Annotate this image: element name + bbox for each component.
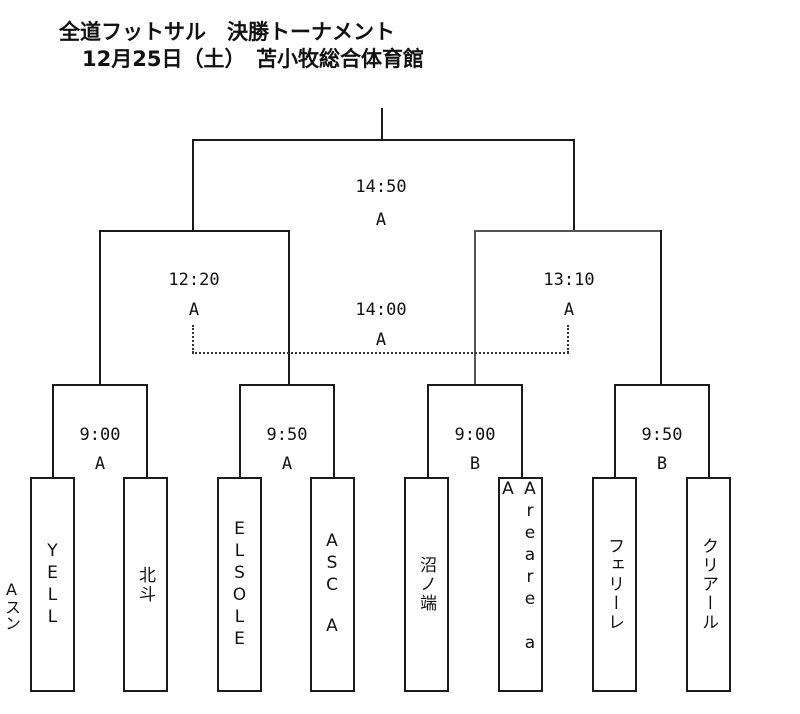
team-box: YELL	[30, 477, 75, 692]
r1-m1-court: A	[94, 454, 106, 474]
team-name: フェリーレ	[604, 537, 624, 632]
team-name: ELSOLE	[229, 518, 250, 651]
semi-right-time: 13:10	[543, 270, 595, 290]
r1-m2-court: A	[281, 454, 293, 474]
team-name: Areare a A	[498, 479, 540, 674]
team-name: クリアール	[698, 537, 718, 632]
team-box: 沼ノ端	[404, 477, 449, 692]
r1-m4-court: B	[656, 454, 668, 474]
r1-m3-time: 9:00	[454, 425, 496, 445]
page-subtitle: 12月25日（土） 苫小牧総合体育館	[82, 47, 424, 71]
final-time: 14:50	[355, 177, 407, 197]
team-box: ASC A	[310, 477, 355, 692]
r1-m3-court: B	[469, 454, 481, 474]
team-name: 北斗	[135, 565, 155, 604]
page-title: 全道フットサル 決勝トーナメント	[59, 20, 395, 44]
third-place-time: 14:00	[355, 300, 407, 320]
semi-left-court: A	[188, 300, 200, 320]
team-name: YELL	[42, 540, 63, 629]
r1-m1-time: 9:00	[79, 425, 121, 445]
team-box: フェリーレ	[592, 477, 637, 692]
team-name: 沼ノ端	[416, 556, 436, 613]
team-box: ELSOLE	[217, 477, 262, 692]
final-court: A	[375, 210, 387, 230]
cropped-edge-text: Aスン	[2, 580, 21, 631]
r1-m4-time: 9:50	[641, 425, 683, 445]
team-box: 北斗	[123, 477, 168, 692]
team-box: クリアール	[686, 477, 731, 692]
r1-m2-time: 9:50	[266, 425, 308, 445]
semi-left-time: 12:20	[168, 270, 220, 290]
third-place-court: A	[375, 330, 387, 350]
semi-right-court: A	[563, 300, 575, 320]
team-name: ASC A	[322, 531, 342, 638]
team-box: Areare a A	[498, 477, 543, 692]
